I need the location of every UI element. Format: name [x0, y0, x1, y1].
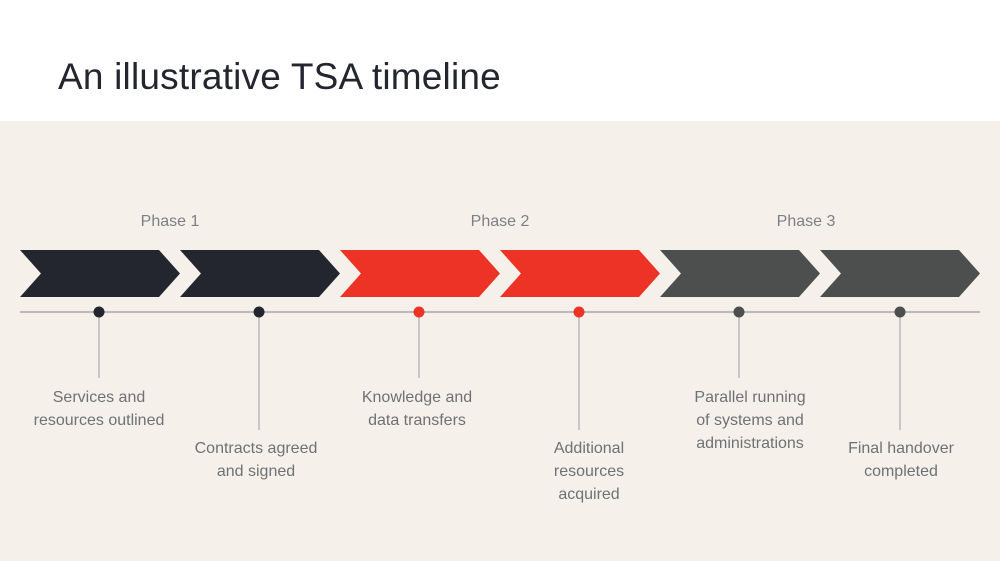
chevron-step-5 — [660, 250, 820, 297]
milestone-dot-2 — [253, 306, 265, 318]
phase-2-label: Phase 2 — [470, 213, 530, 230]
chevron-step-2 — [180, 250, 340, 297]
step-label-5: Parallel running of systems and administ… — [694, 389, 806, 452]
step-label-4: Additional resources acquired — [553, 440, 625, 503]
step-label-3: Knowledge and data transfers — [361, 389, 473, 429]
phase-3-label: Phase 3 — [776, 213, 836, 230]
chevron-step-6 — [820, 250, 980, 297]
chevron-step-3 — [340, 250, 500, 297]
step-label-1: Services and resources outlined — [33, 389, 165, 429]
page-title: An illustrative TSA timeline — [58, 56, 501, 97]
timeline-panel — [0, 121, 1000, 561]
milestone-dot-5 — [733, 306, 745, 318]
milestone-dot-6 — [894, 306, 906, 318]
phase-1-label: Phase 1 — [140, 213, 200, 230]
milestone-dot-4 — [573, 306, 585, 318]
step-label-2: Contracts agreed and signed — [194, 440, 318, 480]
chevron-step-4 — [500, 250, 660, 297]
milestone-dot-3 — [413, 306, 425, 318]
step-label-6: Final handover completed — [848, 440, 954, 480]
milestone-dot-1 — [93, 306, 105, 318]
chevron-step-1 — [20, 250, 180, 297]
